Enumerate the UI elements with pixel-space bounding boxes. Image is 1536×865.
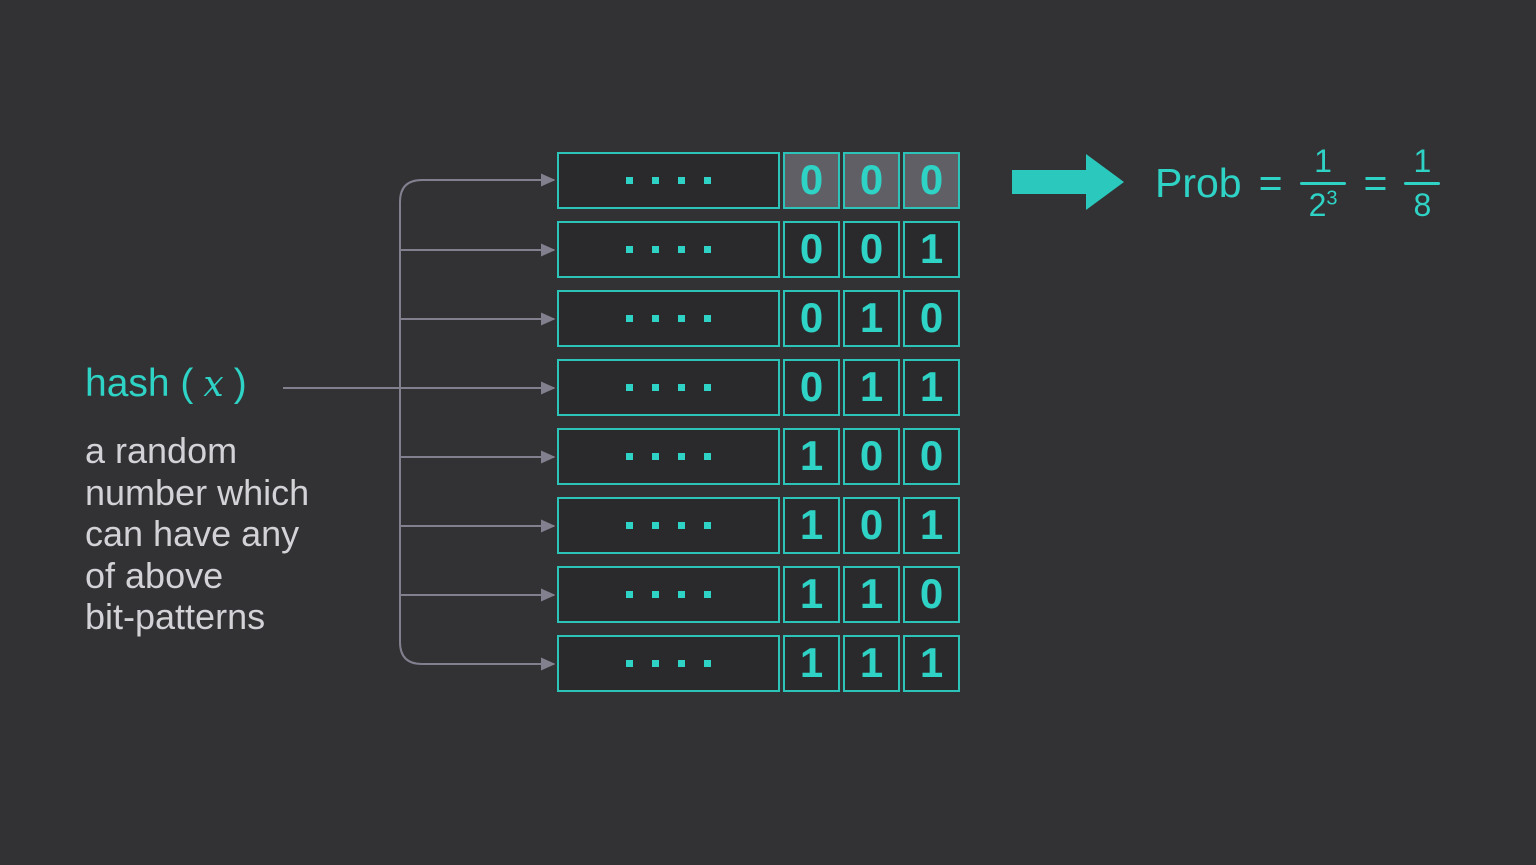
bit-cell: 1: [783, 635, 840, 692]
dot-icon: [652, 522, 659, 529]
hash-description: a random number which can have any of ab…: [85, 430, 309, 638]
bit-cell: 0: [783, 290, 840, 347]
bit-pattern-row-000: 0 0 0: [557, 152, 960, 209]
bit-cell: 0: [903, 290, 960, 347]
dot-icon: [626, 591, 633, 598]
hash-label-prefix: hash (: [85, 362, 194, 405]
equals-sign: =: [1363, 159, 1388, 206]
dot-icon: [652, 591, 659, 598]
dot-icon: [626, 522, 633, 529]
hash-label-suffix: ): [233, 362, 247, 405]
fraction-one-over-two-cubed: 1 23: [1299, 142, 1347, 223]
dot-icon: [678, 522, 685, 529]
prob-label: Prob: [1155, 159, 1242, 206]
fraction-one-eighth: 1 8: [1404, 142, 1441, 223]
dot-icon: [678, 177, 685, 184]
fraction-numerator: 1: [1413, 142, 1432, 179]
ellipsis-box: [557, 221, 780, 278]
dot-icon: [678, 591, 685, 598]
bit-pattern-row-001: 0 0 1: [557, 221, 960, 278]
bit-cell: 0: [783, 152, 840, 209]
dot-icon: [652, 246, 659, 253]
bit-cell: 0: [903, 428, 960, 485]
bit-cell: 0: [843, 428, 900, 485]
hash-variable-x: x: [203, 364, 224, 405]
fraction-numerator: 1: [1314, 142, 1332, 179]
dot-icon: [704, 246, 711, 253]
bit-cell: 0: [783, 221, 840, 278]
bit-cell: 1: [903, 359, 960, 416]
ellipsis-box: [557, 566, 780, 623]
denominator-exponent: 3: [1326, 186, 1338, 209]
dot-icon: [678, 246, 685, 253]
equals-sign: =: [1258, 159, 1283, 206]
ellipsis-box: [557, 290, 780, 347]
bit-pattern-row-101: 1 0 1: [557, 497, 960, 554]
bit-pattern-row-100: 1 0 0: [557, 428, 960, 485]
bit-cell: 0: [843, 221, 900, 278]
bit-cell: 1: [903, 221, 960, 278]
dot-icon: [652, 453, 659, 460]
description-line: of above: [85, 554, 224, 596]
bit-cell: 1: [843, 635, 900, 692]
dot-icon: [704, 660, 711, 667]
fraction-denominator: 8: [1413, 186, 1432, 223]
bit-cell: 0: [783, 359, 840, 416]
hash-function-label: hash (x): [85, 362, 247, 406]
dot-icon: [704, 453, 711, 460]
description-line: number which: [85, 471, 310, 513]
dot-icon: [704, 522, 711, 529]
fraction-denominator: 23: [1300, 186, 1347, 223]
bit-pattern-row-010: 0 1 0: [557, 290, 960, 347]
bit-cell: 1: [843, 566, 900, 623]
bit-cell: 1: [903, 497, 960, 554]
dot-icon: [678, 384, 685, 391]
denominator-base: 2: [1308, 186, 1327, 223]
result-arrow-icon: [1012, 154, 1124, 210]
bit-cell: 0: [843, 497, 900, 554]
bit-cell: 0: [903, 566, 960, 623]
description-line: a random: [85, 430, 238, 471]
bit-cell: 1: [843, 290, 900, 347]
dot-icon: [704, 177, 711, 184]
ellipsis-box: [557, 428, 780, 485]
ellipsis-box: [557, 359, 780, 416]
dot-icon: [652, 315, 659, 322]
dot-icon: [626, 384, 633, 391]
dot-icon: [678, 453, 685, 460]
dot-icon: [652, 384, 659, 391]
description-line: bit-patterns: [85, 596, 266, 637]
bit-pattern-row-111: 1 1 1: [557, 635, 960, 692]
dot-icon: [626, 660, 633, 667]
dot-icon: [652, 660, 659, 667]
bit-pattern-row-011: 0 1 1: [557, 359, 960, 416]
dot-icon: [678, 315, 685, 322]
dot-icon: [678, 660, 685, 667]
dot-icon: [652, 177, 659, 184]
fraction-bar: [1299, 181, 1347, 185]
dot-icon: [704, 384, 711, 391]
connector-trunk: [399, 173, 556, 671]
bit-cell: 1: [783, 566, 840, 623]
ellipsis-box: [557, 152, 780, 209]
bit-cell: 1: [783, 497, 840, 554]
dot-icon: [626, 315, 633, 322]
dot-icon: [626, 177, 633, 184]
dot-icon: [626, 453, 633, 460]
ellipsis-box: [557, 497, 780, 554]
bit-cell: 1: [903, 635, 960, 692]
bit-pattern-row-110: 1 1 0: [557, 566, 960, 623]
bit-cell: 0: [843, 152, 900, 209]
dot-icon: [704, 315, 711, 322]
bit-cell: 1: [843, 359, 900, 416]
description-line: can have any: [85, 513, 300, 554]
ellipsis-box: [557, 635, 780, 692]
bit-cell: 1: [783, 428, 840, 485]
fraction-bar: [1404, 181, 1441, 185]
dot-icon: [626, 246, 633, 253]
bit-cell: 0: [903, 152, 960, 209]
dot-icon: [704, 591, 711, 598]
probability-formula: Prob = 1 23 = 1 8: [1155, 139, 1441, 227]
